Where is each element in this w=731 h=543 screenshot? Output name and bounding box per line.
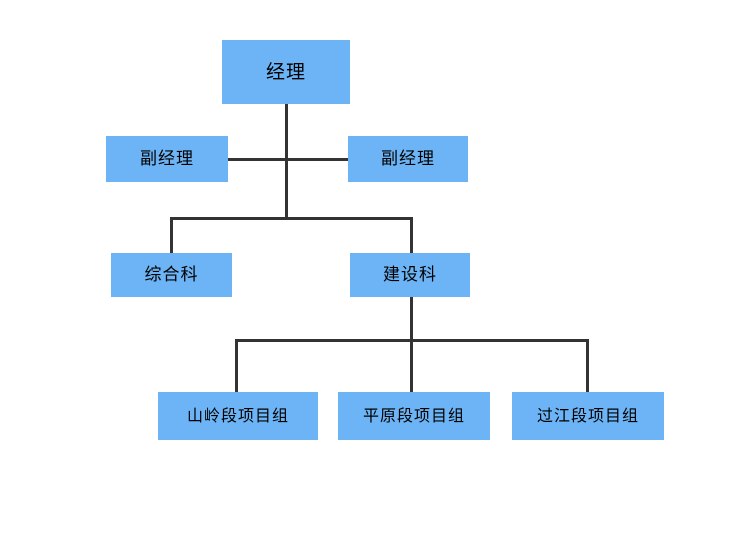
node-river-crossing-project-team-label: 过江段项目组 [536,406,639,425]
node-manager-label: 经理 [265,60,306,83]
connector-level3-bar [170,217,413,220]
node-general-affairs-section[interactable]: 综合科 [111,253,232,297]
connector-drop-plain-team [410,339,413,393]
connector-deputy-managers-bar [228,158,348,161]
node-mountain-project-team-label: 山岭段项目组 [186,406,289,425]
node-river-crossing-project-team[interactable]: 过江段项目组 [512,392,664,440]
connector-drop-construction [410,217,413,254]
node-plain-project-team-label: 平原段项目组 [362,406,465,425]
node-construction-section-label: 建设科 [383,264,437,285]
connector-construction-stem [410,297,413,340]
connector-drop-mountain-team [235,339,238,393]
node-manager[interactable]: 经理 [222,40,350,104]
node-deputy-manager-left[interactable]: 副经理 [106,136,228,182]
node-plain-project-team[interactable]: 平原段项目组 [338,392,490,440]
node-general-affairs-section-label: 综合科 [144,264,199,285]
connector-drop-river-team [586,339,589,393]
node-deputy-manager-right[interactable]: 副经理 [348,136,468,182]
node-mountain-project-team[interactable]: 山岭段项目组 [158,392,318,440]
connector-manager-stem [285,103,288,220]
node-construction-section[interactable]: 建设科 [350,253,470,297]
node-deputy-manager-left-label: 副经理 [140,148,194,169]
connector-drop-general-affairs [170,217,173,254]
node-deputy-manager-right-label: 副经理 [381,148,435,169]
